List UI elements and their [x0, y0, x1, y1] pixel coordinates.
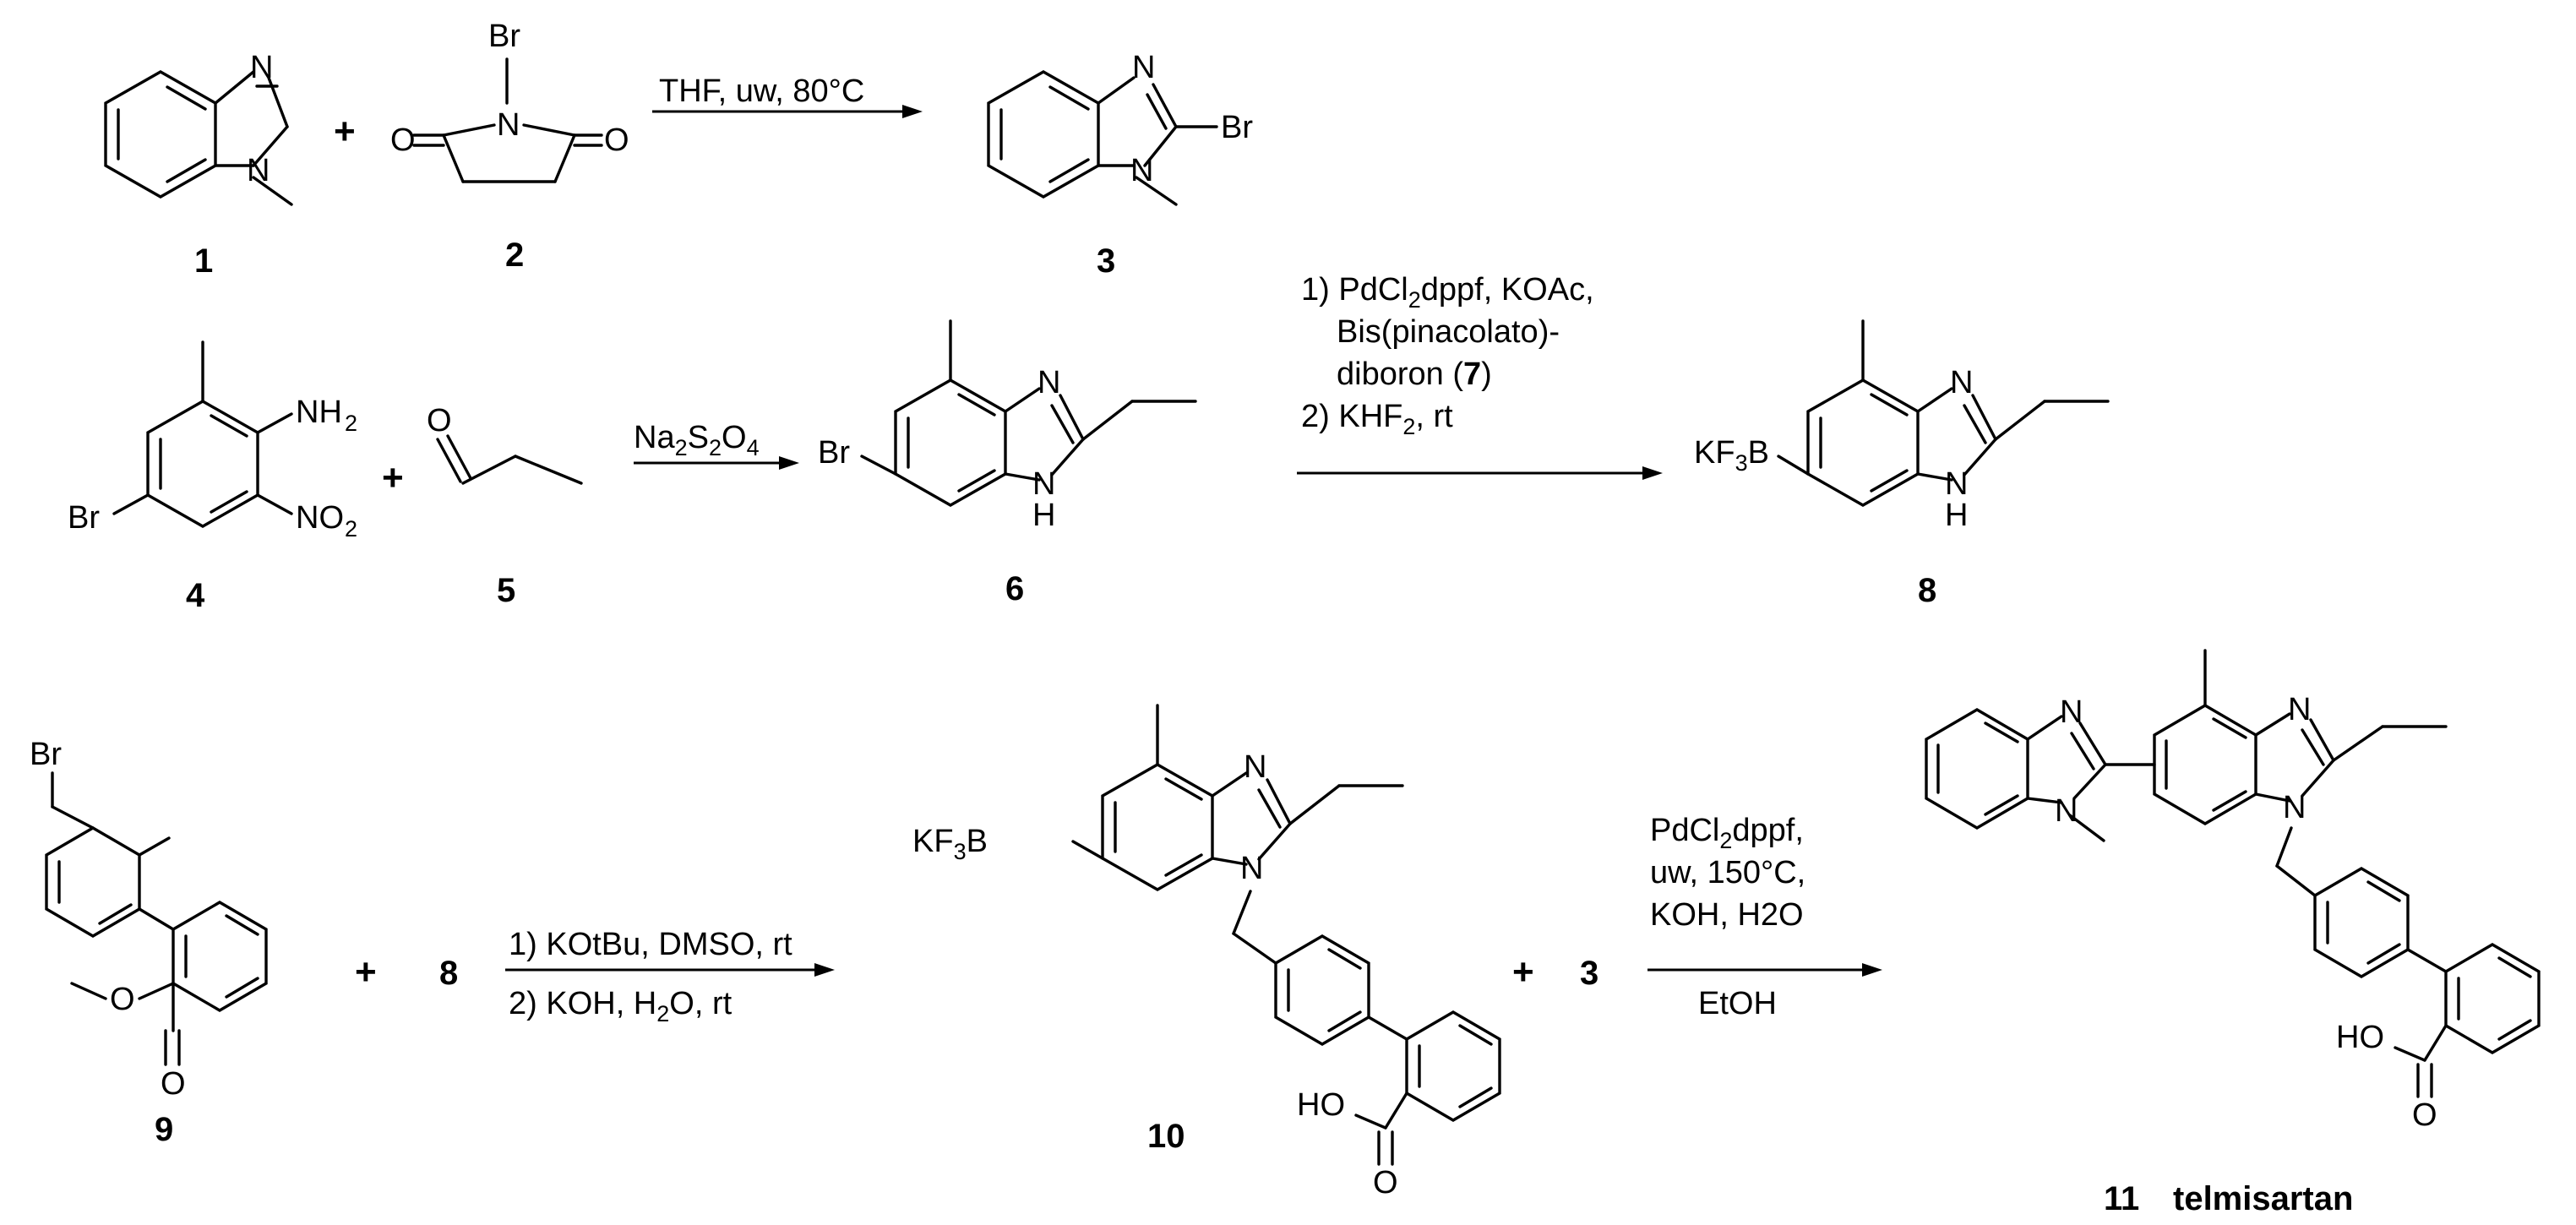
reaction-arrow-1: THF, uw, 80°C [652, 74, 923, 118]
compound-number-2: 2 [505, 237, 524, 274]
plus-sign: + [334, 111, 356, 152]
plus-sign: + [382, 457, 404, 498]
svg-text:N: N [1130, 153, 1153, 188]
conditions-r5-line3: KOH, H2O [1650, 897, 1804, 933]
compound-number-4: 4 [186, 577, 205, 614]
svg-text:N: N [1244, 749, 1266, 785]
compound-9-structure: Br O O [30, 737, 268, 1102]
svg-text:NH: NH [296, 395, 342, 430]
compound-4-structure: NH 2 NO 2 Br [68, 340, 357, 542]
svg-text:Br: Br [818, 435, 850, 471]
svg-text:O: O [604, 122, 629, 158]
compound-number-9: 9 [155, 1111, 173, 1148]
svg-text:N: N [1950, 365, 1973, 400]
compound-5-structure: O [427, 403, 583, 485]
svg-text:KF3B: KF3B [912, 824, 988, 864]
reaction-arrow-2: Na2S2O4 [634, 420, 799, 470]
svg-text:O: O [161, 1066, 186, 1102]
conditions-r3-line3: diboron (7) [1337, 357, 1492, 392]
inline-compound-8-ref: 8 [439, 955, 458, 992]
svg-text:NO: NO [296, 500, 344, 536]
svg-text:N: N [247, 153, 270, 188]
svg-text:2: 2 [345, 516, 357, 542]
compound-number-5: 5 [497, 572, 515, 609]
reaction-arrow-5: PdCl2dppf, uw, 150°C, KOH, H2O EtOH [1647, 813, 1882, 1021]
svg-text:N: N [1240, 851, 1263, 886]
svg-text:N: N [1132, 50, 1155, 85]
conditions-r5-line4: EtOH [1698, 986, 1777, 1021]
svg-text:N: N [2288, 692, 2311, 727]
conditions-r5-line1: PdCl2dppf, [1650, 813, 1804, 853]
reaction-arrow-3: 1) PdCl2dppf, KOAc, Bis(pinacolato)- dib… [1297, 272, 1663, 480]
compound-11-structure: N N N N O HO [1925, 649, 2541, 1133]
conditions-r5-line2: uw, 150°C, [1650, 855, 1805, 890]
svg-text:N: N [1032, 466, 1055, 502]
svg-text:HO: HO [2336, 1020, 2384, 1055]
compound-3-structure: N N Br [987, 50, 1253, 206]
svg-text:N: N [1945, 466, 1968, 502]
conditions-r4-line1: 1) KOtBu, DMSO, rt [509, 927, 792, 962]
conditions-r4-line2: 2) KOH, H2O, rt [509, 986, 732, 1026]
inline-compound-3-ref: 3 [1580, 955, 1598, 992]
svg-text:Br: Br [68, 500, 100, 536]
compound-name-telmisartan: telmisartan [2173, 1180, 2353, 1217]
svg-text:KF3B: KF3B [1694, 435, 1769, 476]
svg-text:N: N [497, 107, 520, 143]
conditions-r3-line1: 1) PdCl2dppf, KOAc, [1301, 272, 1594, 313]
svg-text:O: O [1373, 1165, 1398, 1200]
compound-number-6: 6 [1005, 570, 1024, 607]
svg-text:Br: Br [488, 19, 520, 54]
plus-sign: + [1512, 951, 1534, 993]
svg-text:2: 2 [345, 411, 357, 436]
svg-text:HO: HO [1297, 1087, 1345, 1123]
plus-sign: + [355, 951, 377, 993]
svg-text:H: H [1945, 498, 1968, 533]
svg-text:Br: Br [1221, 110, 1253, 145]
compound-8-structure: N N H KF3B [1694, 319, 2110, 533]
svg-text:Br: Br [30, 737, 62, 772]
compound-2-structure: N Br O O [390, 19, 629, 183]
conditions-r1-line1: THF, uw, 80°C [659, 74, 864, 109]
compound-number-1: 1 [194, 242, 213, 280]
compound-number-3: 3 [1097, 242, 1115, 280]
svg-text:O: O [110, 982, 135, 1017]
conditions-r2-line1: Na2S2O4 [634, 420, 760, 460]
compound-10-structure: N N KF3B O HO [912, 704, 1501, 1200]
compound-1-structure: N N [104, 50, 293, 206]
compound-number-8: 8 [1918, 572, 1936, 609]
svg-text:N: N [250, 50, 273, 85]
svg-text:O: O [427, 403, 452, 438]
svg-text:O: O [2412, 1097, 2437, 1133]
svg-text:N: N [2283, 790, 2306, 825]
compound-6-structure: N N H Br [818, 319, 1197, 533]
reaction-arrow-4: 1) KOtBu, DMSO, rt 2) KOH, H2O, rt [505, 927, 835, 1026]
compound-number-11: 11 [2104, 1180, 2139, 1217]
svg-text:O: O [390, 122, 416, 158]
conditions-r3-line4: 2) KHF2, rt [1301, 399, 1453, 439]
svg-text:H: H [1032, 498, 1055, 533]
svg-text:N: N [2055, 793, 2078, 829]
svg-text:N: N [2060, 694, 2083, 730]
svg-text:N: N [1037, 365, 1060, 400]
conditions-r3-line2: Bis(pinacolato)- [1337, 314, 1560, 350]
compound-number-10: 10 [1147, 1118, 1185, 1155]
